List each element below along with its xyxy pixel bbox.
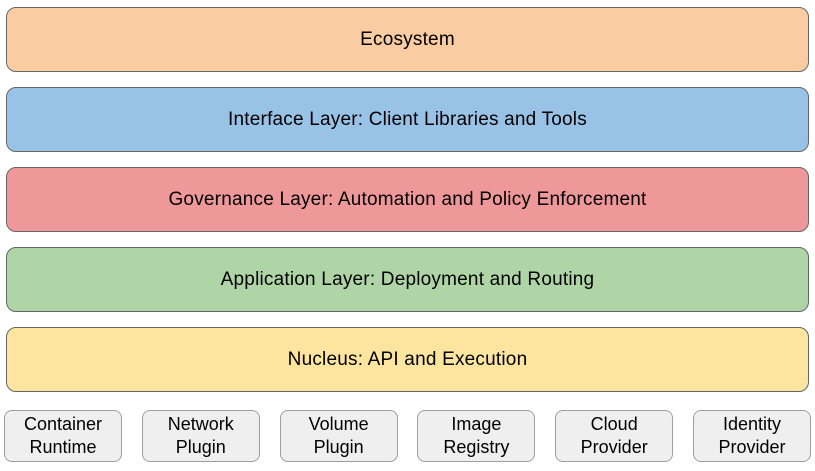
provider-network-plugin-label: Network Plugin xyxy=(167,414,234,457)
provider-identity-provider-label: Identity Provider xyxy=(718,414,786,457)
provider-cloud-provider-label: Cloud Provider xyxy=(580,414,648,457)
provider-image-registry: Image Registry xyxy=(417,410,536,462)
layer-application-label: Application Layer: Deployment and Routin… xyxy=(220,268,595,290)
provider-container-runtime: Container Runtime xyxy=(4,410,122,462)
layer-governance-label: Governance Layer: Automation and Policy … xyxy=(168,188,647,210)
layer-nucleus-label: Nucleus: API and Execution xyxy=(287,348,528,370)
layer-interface: Interface Layer: Client Libraries and To… xyxy=(6,87,809,152)
layer-interface-label: Interface Layer: Client Libraries and To… xyxy=(228,108,587,130)
provider-cloud-provider: Cloud Provider xyxy=(555,410,674,462)
provider-identity-provider: Identity Provider xyxy=(692,410,811,462)
layer-nucleus: Nucleus: API and Execution xyxy=(6,327,809,392)
layer-ecosystem: Ecosystem xyxy=(6,7,809,72)
layer-governance: Governance Layer: Automation and Policy … xyxy=(6,167,809,232)
layer-application: Application Layer: Deployment and Routin… xyxy=(6,247,809,312)
provider-volume-plugin: Volume Plugin xyxy=(279,410,398,462)
providers-row: Container Runtime Network Plugin Volume … xyxy=(0,410,815,462)
layer-ecosystem-label: Ecosystem xyxy=(360,28,455,50)
provider-container-runtime-label: Container Runtime xyxy=(23,414,103,457)
provider-volume-plugin-label: Volume Plugin xyxy=(308,414,369,457)
provider-image-registry-label: Image Registry xyxy=(443,414,510,457)
provider-network-plugin: Network Plugin xyxy=(141,410,260,462)
